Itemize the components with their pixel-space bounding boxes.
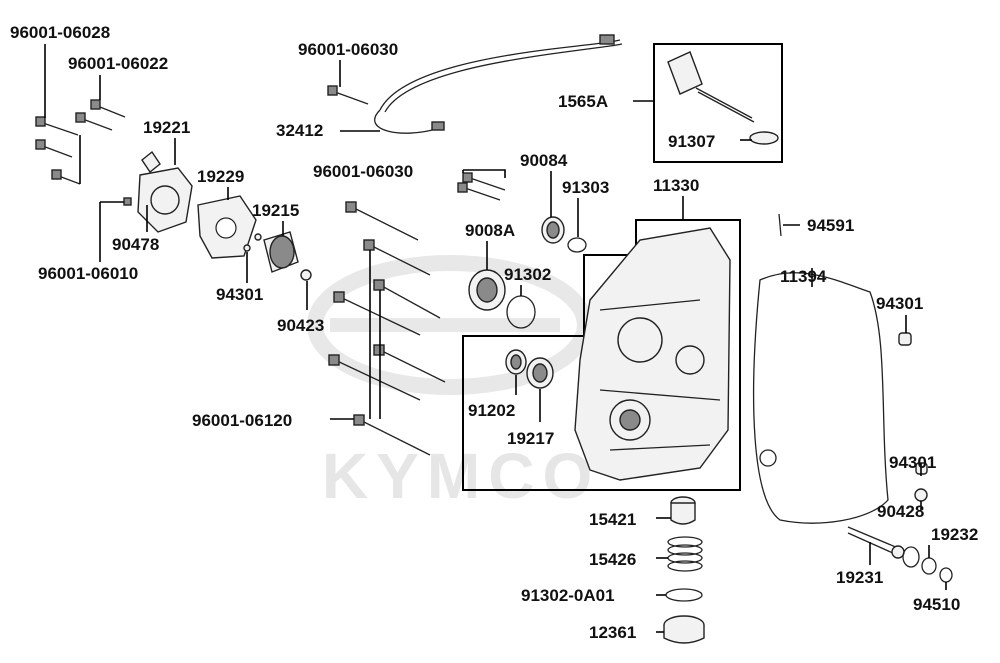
leader-lines <box>44 44 947 633</box>
label-12361: 12361 <box>589 623 636 642</box>
label-94301-left: 94301 <box>216 285 263 304</box>
sensor-cable <box>374 34 623 134</box>
label-19229: 19229 <box>197 167 244 186</box>
label-91302-0A01: 91302-0A01 <box>521 586 615 605</box>
label-91307: 91307 <box>668 132 715 151</box>
label-94301-right: 94301 <box>876 294 923 313</box>
label-96001-06028: 96001-06028 <box>10 23 110 42</box>
bolt-top-cable <box>327 85 369 105</box>
label-96001-06010: 96001-06010 <box>38 264 138 283</box>
clip-94510 <box>939 567 953 583</box>
label-32412: 32412 <box>276 121 323 140</box>
oil-seal-91202 <box>505 349 527 375</box>
label-91202: 91202 <box>468 401 515 420</box>
label-19217: 19217 <box>507 429 554 448</box>
gasket-hole <box>759 449 777 467</box>
drain-plug-12361 <box>663 615 705 644</box>
crankcase-cover-box <box>462 219 741 491</box>
label-15421: 15421 <box>589 510 636 529</box>
dowel-pin-94591 <box>778 213 782 237</box>
label-94591: 94591 <box>807 216 854 235</box>
water-pump-gasket <box>197 195 257 259</box>
label-11330: 11330 <box>653 176 699 195</box>
label-94510: 94510 <box>913 595 960 614</box>
small-washers-left <box>123 197 312 281</box>
label-91302: 91302 <box>504 265 551 284</box>
label-94301-lower: 94301 <box>889 453 936 472</box>
label-96001-06030-top: 96001-06030 <box>298 40 398 59</box>
washer-90428 <box>914 488 928 502</box>
strainer-spring <box>667 536 703 572</box>
seal-19232 <box>921 557 937 575</box>
dipstick-box <box>653 43 783 163</box>
label-19231: 19231 <box>836 568 883 587</box>
oil-seal-90084 <box>541 216 565 244</box>
watermark-text: KYMCO <box>322 440 600 512</box>
label-1565A: 1565A <box>558 92 608 111</box>
label-11394: 11394 <box>780 267 827 286</box>
label-96001-06030-mid: 96001-06030 <box>313 162 413 181</box>
oil-dipstick <box>667 51 779 145</box>
bolt-group-middle <box>457 172 506 201</box>
oil-strainer <box>670 496 696 525</box>
dowel-94301-right <box>898 332 912 346</box>
kymco-watermark: KYMCO <box>307 255 600 512</box>
washer-19232 <box>902 546 920 568</box>
bolt-group-left <box>35 99 126 185</box>
label-96001-06022: 96001-06022 <box>68 54 168 73</box>
label-90478: 90478 <box>112 235 159 254</box>
water-pump-cover <box>137 150 193 233</box>
label-19221: 19221 <box>143 118 190 137</box>
label-19215: 19215 <box>252 201 299 220</box>
label-90423: 90423 <box>277 316 324 335</box>
label-90428: 90428 <box>877 502 924 521</box>
long-bolts <box>328 201 446 456</box>
oil-seal-9008A <box>468 269 506 311</box>
part-number-labels: 96001-06028 96001-06022 96001-06030 3241… <box>10 23 978 642</box>
label-90084: 90084 <box>520 151 568 170</box>
bearing-19217 <box>526 357 554 389</box>
crankcase-cover <box>574 227 731 481</box>
label-19232: 19232 <box>931 525 978 544</box>
label-15426: 15426 <box>589 550 636 569</box>
o-ring-91303 <box>567 237 587 253</box>
label-91303: 91303 <box>562 178 609 197</box>
water-pump-impeller <box>263 231 299 273</box>
o-ring-91302-0A01 <box>665 588 703 602</box>
cover-gasket <box>753 272 889 524</box>
pump-shaft-19231 <box>847 526 905 559</box>
label-96001-06120: 96001-06120 <box>192 411 292 430</box>
label-9008A: 9008A <box>465 221 515 240</box>
